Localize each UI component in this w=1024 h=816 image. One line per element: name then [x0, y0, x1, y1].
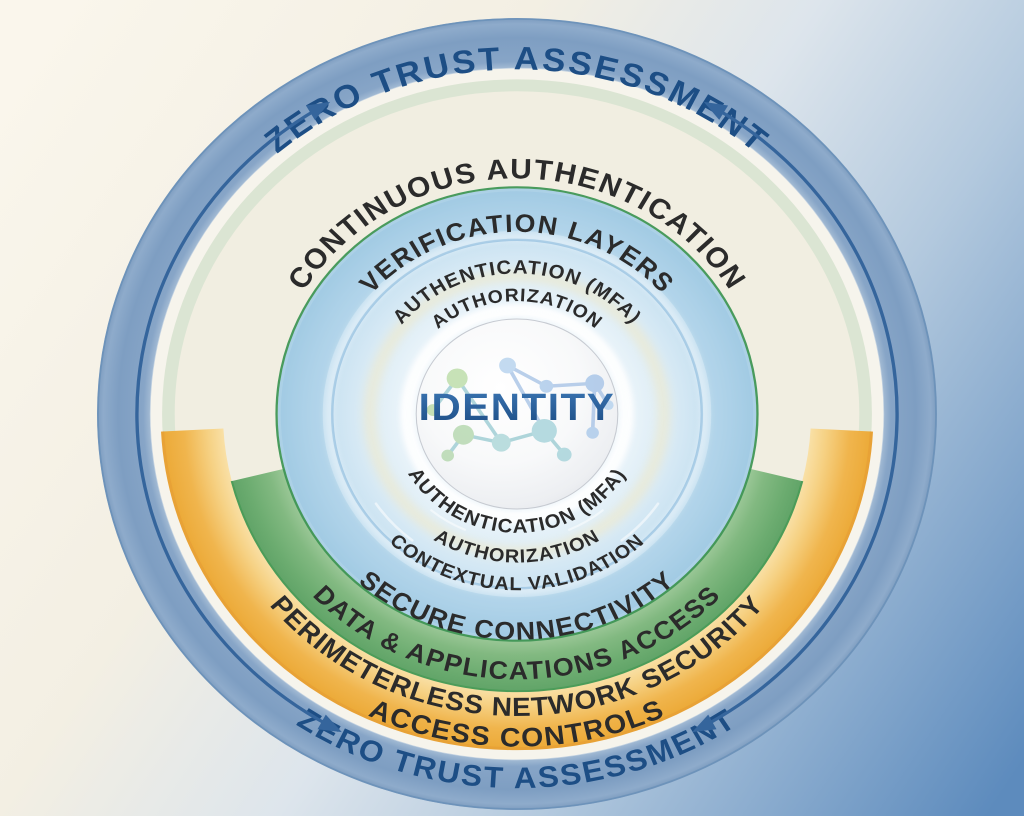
assessment-ring-outer-edge — [97, 18, 937, 810]
streak — [567, 509, 604, 531]
glow-ring-gold — [364, 269, 670, 559]
green-edge-line — [275, 186, 759, 642]
network-nodes — [426, 357, 614, 462]
zero-trust-assessment-ring — [97, 17, 937, 811]
outer-gap-ring — [150, 68, 884, 760]
assessment-arrow-right — [692, 101, 899, 733]
green-band-outer-edge — [230, 480, 804, 693]
verification-band-shade — [280, 191, 754, 637]
assessment-arrow-left — [135, 101, 342, 733]
glow-ring-inner — [400, 304, 634, 524]
identity-halo — [406, 309, 628, 519]
streak — [430, 509, 467, 531]
secure-connectivity-band — [231, 468, 803, 692]
highlight-streaks — [374, 502, 660, 542]
identity-core-circle — [415, 318, 619, 510]
streak — [374, 502, 414, 542]
access-band-orange-edge — [161, 431, 873, 751]
streak — [620, 502, 660, 542]
identity-network-icon — [426, 357, 614, 462]
identity-label: IDENTITY — [419, 386, 616, 429]
